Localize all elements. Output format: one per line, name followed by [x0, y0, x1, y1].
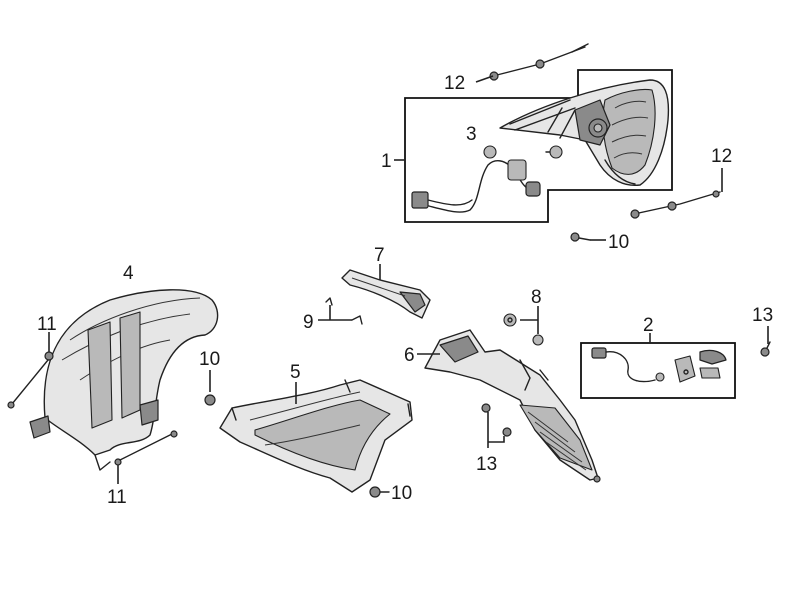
callout-12-top: 12: [444, 73, 465, 94]
bolt-10-left: [204, 370, 216, 406]
screw-13-lower: [481, 403, 512, 448]
callout-2: 2: [643, 315, 654, 336]
license-plate-holder: [417, 329, 601, 483]
callout-1: 1: [381, 151, 392, 172]
clip-9: [318, 297, 363, 325]
callout-11-lower: 11: [107, 487, 127, 508]
callout-11-upper: 11: [37, 314, 57, 335]
callout-13-right: 13: [752, 305, 773, 326]
mounting-bracket: [341, 264, 431, 319]
screw-11-lower: [114, 430, 178, 484]
callout-5: 5: [290, 362, 301, 383]
callout-6: 6: [404, 345, 415, 366]
screw-11-upper: [7, 332, 54, 409]
license-light-wiring: [591, 347, 727, 383]
callout-12-right: 12: [711, 146, 732, 167]
screw-12-right: [630, 168, 723, 219]
bolt-10-lower: [369, 486, 390, 498]
callout-8: 8: [531, 287, 542, 308]
callout-13-lower: 13: [476, 454, 497, 475]
callout-3: 3: [466, 124, 477, 145]
splash-guard: [219, 379, 413, 493]
washer-8: [503, 306, 544, 346]
callout-7: 7: [374, 245, 385, 266]
tail-light-wiring-harness: [411, 145, 541, 213]
rear-fender: [29, 289, 219, 471]
tail-light-housing: [499, 79, 670, 187]
tail-light-group-box: [394, 69, 673, 223]
screw-13-right: [760, 326, 771, 357]
bolt-10-upper: [570, 232, 606, 242]
callout-9: 9: [303, 312, 314, 333]
bulb-socket: [545, 145, 563, 159]
callout-10-upper: 10: [608, 232, 629, 253]
callout-4: 4: [123, 263, 134, 284]
screw-12-top: [475, 43, 589, 83]
callout-10-lower: 10: [391, 483, 412, 504]
license-light-group-box: [580, 333, 736, 399]
callout-10-left: 10: [199, 349, 220, 370]
